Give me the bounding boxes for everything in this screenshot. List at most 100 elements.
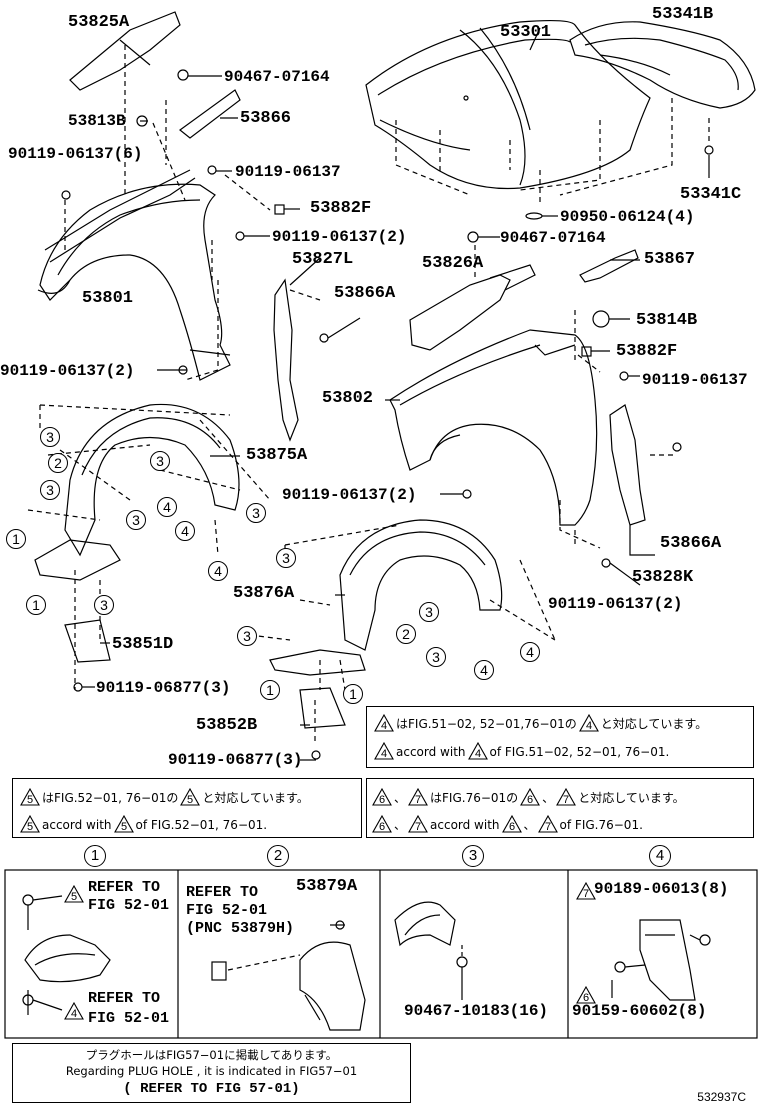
triangle-5-icon: 5 [180,788,201,806]
part-53875a: 53875A [246,446,308,465]
part-53341c: 53341C [680,185,742,204]
panel2-refer-2: FIG 52-01 [186,902,268,919]
callout-4: 4 [520,642,540,662]
svg-text:4: 4 [381,720,387,732]
callout-3: 3 [276,548,296,568]
callout-3: 3 [150,451,170,471]
callout-3: 3 [426,647,446,667]
panel2-refer-1: REFER TO [186,884,259,901]
svg-text:5: 5 [187,794,193,806]
svg-text:7: 7 [583,888,589,900]
triangle-4-icon: 4 [374,742,394,760]
svg-text:6: 6 [379,794,385,806]
seal-53866-drawing [179,89,241,139]
triangle-4-icon: 4 [64,1002,84,1020]
panel-header-3: 3 [462,845,484,867]
part-90119-06137-2a: 90119-06137(2) [272,228,407,246]
panel2-part-53879a: 53879A [296,877,358,896]
panel3-part-90467-10183: 90467-10183(16) [404,1002,549,1020]
part-53882f-a: 53882F [310,199,372,218]
right-liner-drawing [269,519,503,676]
svg-text:6: 6 [527,794,533,806]
seal-53827l-drawing [273,278,299,442]
svg-text:6: 6 [583,992,589,1004]
callout-1: 1 [26,595,46,615]
bracket-53852b-drawing [299,687,346,729]
part-53825a: 53825A [68,13,130,32]
part-53866a-a: 53866A [334,284,396,303]
note-box-5 [12,778,362,838]
part-53876a: 53876A [233,584,295,603]
callout-2: 2 [396,624,416,644]
part-90950-06124-4: 90950-06124(4) [560,208,695,226]
part-53866a-b: 53866A [660,534,722,553]
svg-text:4: 4 [381,748,387,760]
part-53882f-b: 53882F [616,342,678,361]
callout-1: 1 [343,684,363,704]
callout-4: 4 [208,561,228,581]
part-53866: 53866 [240,109,292,128]
part-90119-06877-3a: 90119-06877(3) [96,679,231,697]
svg-text:5: 5 [27,794,33,806]
panel4-part-90159-60602: 90159-60602(8) [572,1002,707,1020]
part-53851d: 53851D [112,635,174,654]
svg-text:5: 5 [27,821,33,833]
callout-2: 2 [48,453,68,473]
part-53852b: 53852B [196,716,258,735]
svg-text:4: 4 [71,1008,77,1020]
panel4-part-90189-06013: 90189-06013(8) [594,880,729,898]
part-53827l: 53827L [292,250,354,269]
triangle-6-icon: 6 [576,986,596,1004]
callout-3: 3 [40,480,60,500]
callout-4: 4 [474,660,494,680]
drawing-code: 532937C [697,1090,746,1104]
part-90119-06877-3b: 90119-06877(3) [168,751,303,769]
part-53814b: 53814B [636,311,698,330]
triangle-5-icon: 5 [20,815,40,833]
part-53826a: 53826A [422,254,484,273]
part-53341b: 53341B [652,5,714,24]
left-fender-drawing [37,169,231,381]
callout-1: 1 [260,680,280,700]
svg-text:6: 6 [379,821,385,833]
svg-text:7: 7 [544,821,550,833]
triangle-7-icon: 7 [408,815,428,833]
part-53867: 53867 [644,250,696,269]
hood-drawing [365,19,651,190]
svg-text:7: 7 [415,821,421,833]
part-53828k: 53828K [632,568,694,587]
triangle-7-icon: 7 [556,788,577,806]
note-box-67 [366,778,754,838]
left-liner-drawing [34,403,240,581]
part-53801: 53801 [82,289,134,308]
part-90467-07164-a: 90467-07164 [224,68,330,86]
note-box-4 [366,706,754,768]
triangle-7-icon: 7 [408,788,428,806]
panel1-refer-b1: REFER TO [88,990,161,1007]
triangle-5-icon: 5 [20,788,40,806]
plug-hole-note-jp: プラグホールはFIG57−01に掲載してあります。 [85,1048,338,1062]
plug-hole-note-box: プラグホールはFIG57−01に掲載してあります。 Regarding PLUG… [12,1043,411,1103]
seal-53828k-drawing [609,404,646,526]
triangle-4-icon: 4 [374,714,394,732]
triangle-6-icon: 6 [372,788,392,806]
svg-text:4: 4 [586,720,592,732]
triangle-7-icon: 7 [576,882,596,900]
part-53301: 53301 [500,23,552,42]
callout-4: 4 [157,497,177,517]
svg-text:7: 7 [563,794,569,806]
triangle-6-icon: 6 [372,815,392,833]
part-90467-07164-b: 90467-07164 [500,229,606,247]
panel1-refer-a2: FIG 52-01 [88,897,170,914]
plug-hole-note-en: Regarding PLUG HOLE , it is indicated in… [65,1064,358,1078]
triangle-4-icon: 4 [578,714,599,732]
plug-hole-note-ref: ( REFER TO FIG 57-01) [123,1081,300,1097]
callout-3: 3 [246,503,266,523]
